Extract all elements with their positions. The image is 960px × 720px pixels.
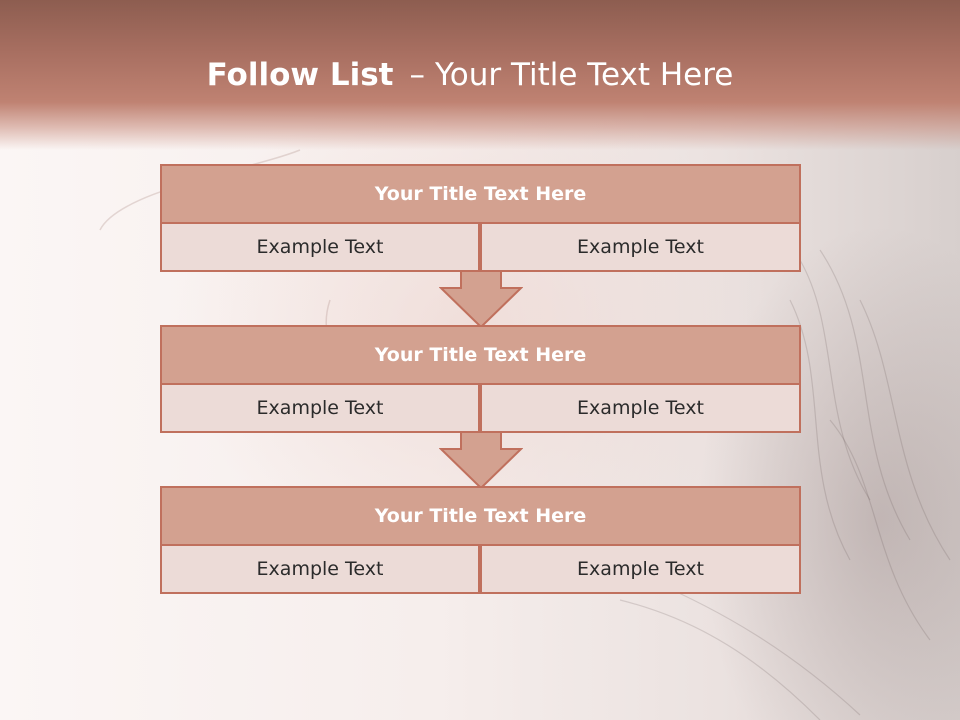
down-arrow-icon [439,270,523,329]
title-rest: Your Title Text Here [434,57,734,93]
page-title: Follow List–Your Title Text Here [0,52,940,98]
header-band [0,0,960,150]
title-dash: – [409,57,425,93]
block-cell-right: Example Text [480,222,801,272]
block-title: Your Title Text Here [160,486,801,546]
block-cell-left: Example Text [160,383,480,433]
block-cell-left: Example Text [160,222,480,272]
block-title: Your Title Text Here [160,325,801,385]
block-title: Your Title Text Here [160,164,801,224]
block-cell-right: Example Text [480,383,801,433]
title-bold: Follow List [206,57,394,93]
block-cell-right: Example Text [480,544,801,594]
block-cell-left: Example Text [160,544,480,594]
down-arrow-icon [439,431,523,490]
